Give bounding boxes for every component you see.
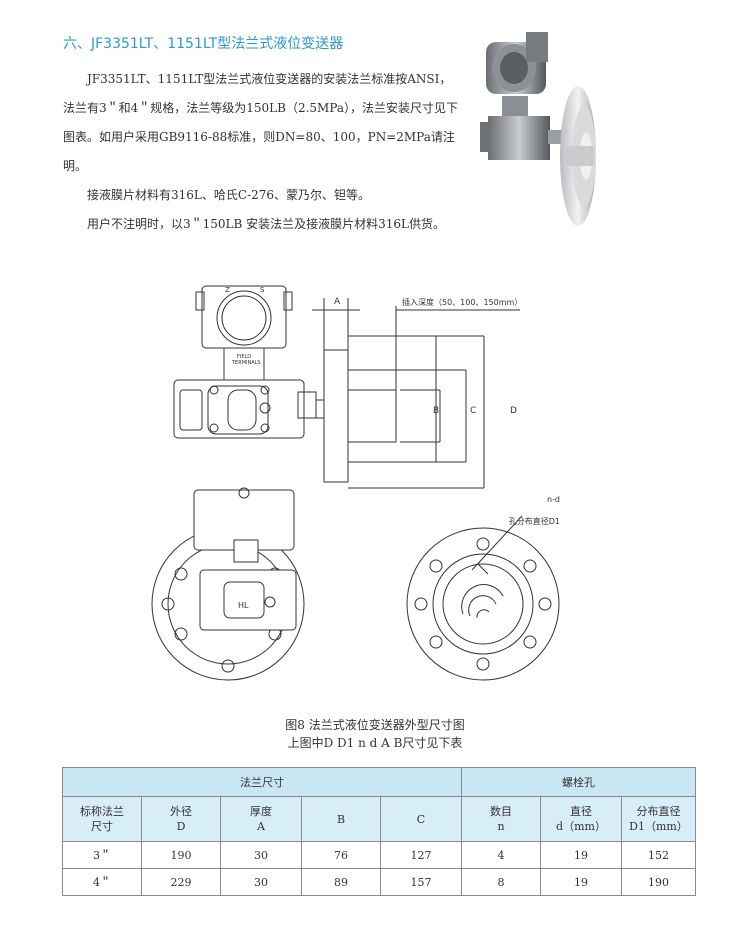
label-d1: 孔分布直径D1 <box>509 516 560 526</box>
label-b: B <box>433 406 439 416</box>
label-c: C <box>470 406 476 416</box>
col-nominal: 标称法兰尺寸 <box>62 796 142 842</box>
dimension-drawing: Z S FIELD TERMINALS <box>151 285 560 681</box>
label-s: S <box>260 286 265 294</box>
label-insert-depth: 插入深度（50、100、150mm） <box>402 297 522 307</box>
side-view: Z S FIELD TERMINALS <box>173 285 522 489</box>
figure-subcaption: 上图中D D1 n d A B尺寸见下表 <box>287 736 463 750</box>
col-c: C <box>380 796 462 842</box>
label-hl: HL <box>238 601 249 610</box>
figure-caption: 图8 法兰式液位变送器外型尺寸图 <box>285 718 465 732</box>
table-row: 3＂ 190 30 76 127 4 19 152 <box>62 841 696 869</box>
group-flange-size: 法兰尺寸 <box>62 767 462 797</box>
front-view: HL <box>151 487 305 681</box>
label-field: FIELD <box>237 354 251 360</box>
flange-face-view: n-d 孔分布直径D1 <box>406 495 560 681</box>
label-nd: n-d <box>547 495 560 504</box>
label-terminals: TERMINALS <box>231 360 261 366</box>
paragraph-default: 用户不注明时，以3＂150LB 安装法兰及接液膜片材料316L供货。 <box>87 217 446 231</box>
product-photo <box>480 32 596 226</box>
section-heading: 六、JF3351LT、1151LT型法兰式液位变送器 <box>63 36 344 52</box>
group-bolt-holes: 螺栓孔 <box>461 767 696 797</box>
paragraph-standard: JF3351LT、1151LT型法兰式液位变送器的安装法兰标准按ANSI，法兰有… <box>63 72 459 173</box>
table-row: 4＂ 229 30 89 157 8 19 190 <box>62 868 696 896</box>
col-b: B <box>301 796 381 842</box>
label-d: D <box>510 406 517 416</box>
intro-text: JF3351LT、1151LT型法兰式液位变送器的安装法兰标准按ANSI，法兰有… <box>63 65 463 239</box>
paragraph-diaphragm: 接液膜片材料有316L、哈氏C-276、蒙乃尔、钽等。 <box>87 188 371 202</box>
label-a: A <box>334 297 341 307</box>
label-z: Z <box>225 286 230 294</box>
